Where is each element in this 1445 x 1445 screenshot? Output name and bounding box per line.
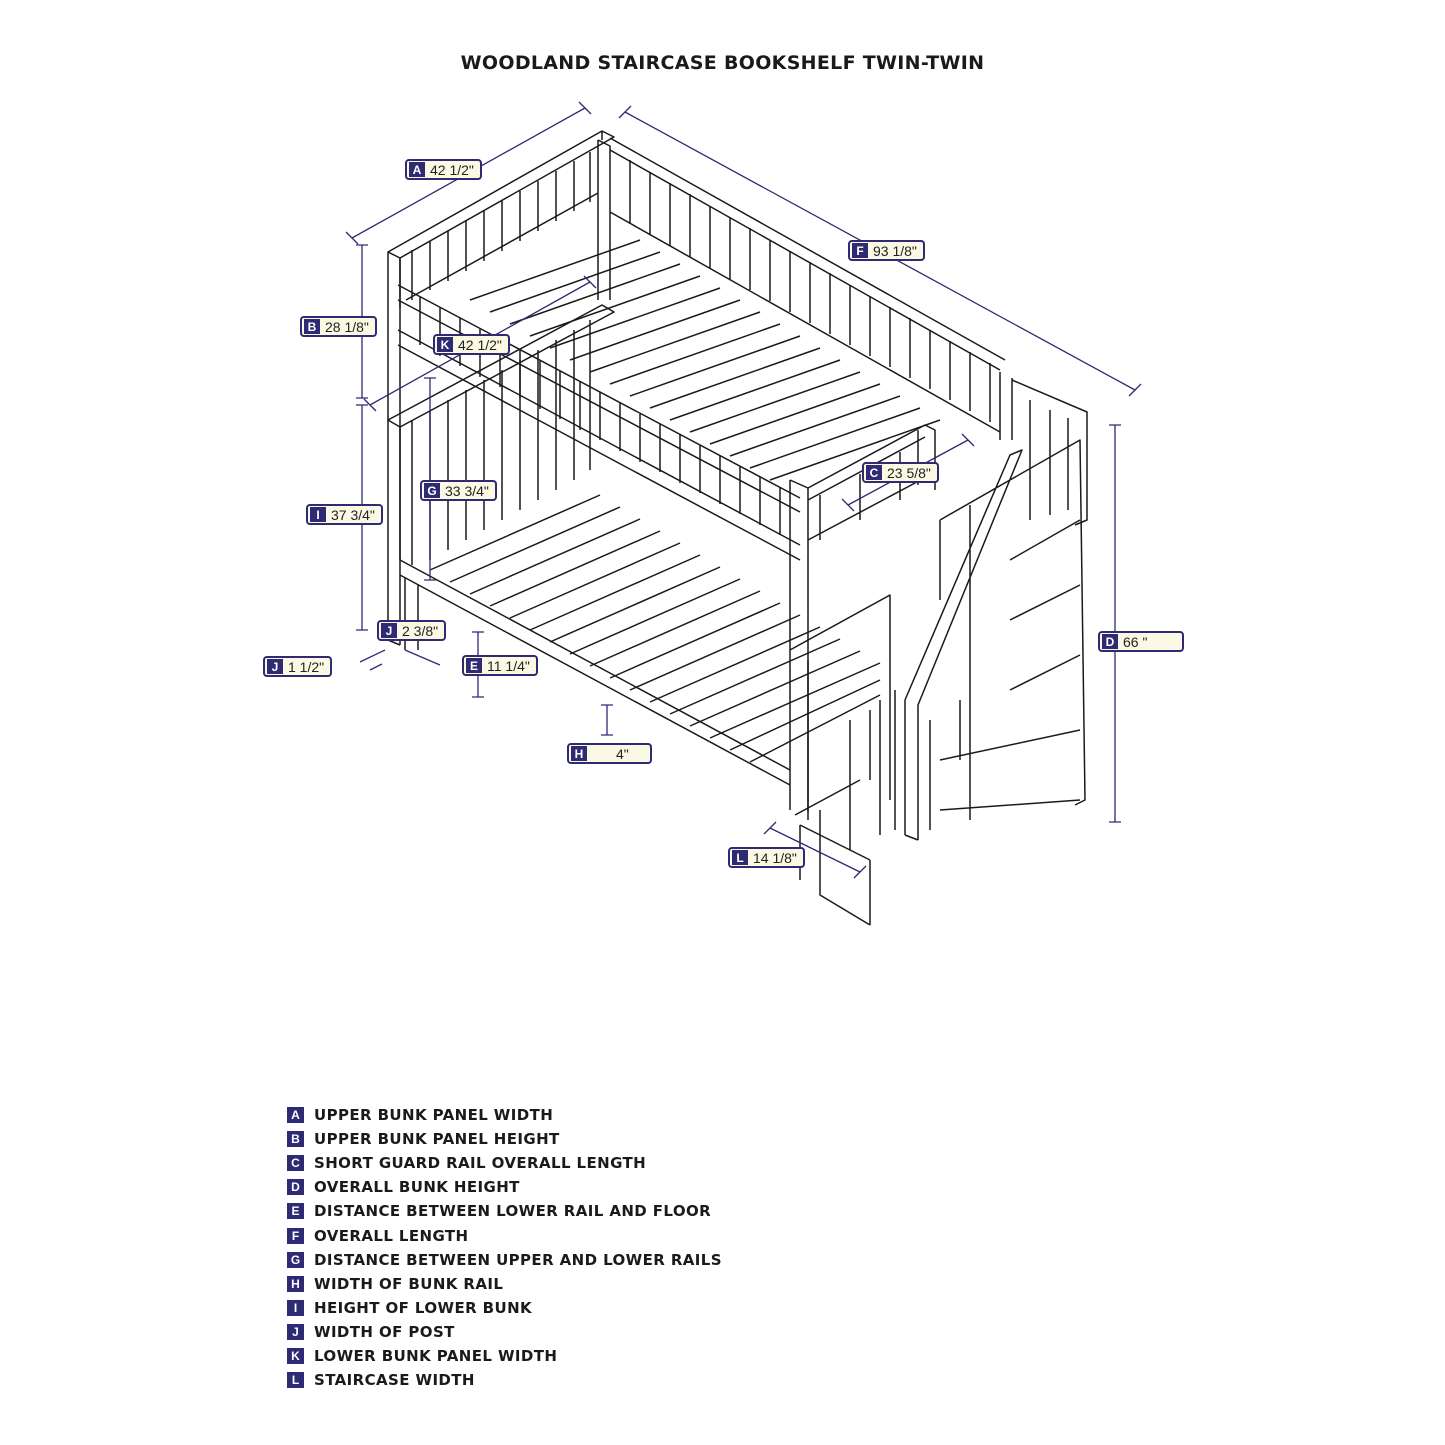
dim-tag-j-post: J 2 3/8" [377, 620, 447, 641]
legend-text: STAIRCASE WIDTH [314, 1371, 475, 1390]
dim-letter: D [1102, 634, 1118, 649]
legend-item: H WIDTH OF BUNK RAIL [287, 1272, 722, 1296]
dim-tag-b: B 28 1/8" [300, 316, 377, 337]
legend-letter: G [287, 1251, 304, 1268]
legend-item: J WIDTH OF POST [287, 1320, 722, 1344]
dim-line-d [1109, 424, 1121, 823]
legend-letter: E [287, 1203, 304, 1220]
legend-letter: D [287, 1179, 304, 1196]
dim-value: 23 5/8" [887, 464, 931, 481]
dim-value: 93 1/8" [873, 242, 917, 259]
legend-text: DISTANCE BETWEEN UPPER AND LOWER RAILS [314, 1250, 722, 1269]
bed-frame [387, 130, 1088, 926]
legend-item: I HEIGHT OF LOWER BUNK [287, 1296, 722, 1320]
dim-tag-j-rail: J 1 1/2" [263, 656, 333, 677]
legend-item: F OVERALL LENGTH [287, 1223, 722, 1247]
upper-mattress-slats [469, 239, 941, 481]
dim-tag-d: D 66 " [1098, 631, 1184, 652]
legend-text: OVERALL LENGTH [314, 1226, 469, 1245]
dim-letter: L [732, 850, 748, 865]
legend-letter: K [287, 1347, 304, 1364]
legend-letter: F [287, 1227, 304, 1244]
legend-letter: L [287, 1372, 304, 1389]
upper-back-rail-slats [629, 160, 991, 422]
lower-headboard [387, 304, 615, 565]
legend-text: HEIGHT OF LOWER BUNK [314, 1298, 533, 1317]
dim-letter: I [310, 507, 326, 522]
dim-tag-i: I 37 3/4" [306, 504, 383, 525]
dim-tag-l: L 14 1/8" [728, 847, 805, 868]
dim-value: 42 1/2" [458, 336, 502, 353]
legend-item: K LOWER BUNK PANEL WIDTH [287, 1344, 722, 1368]
legend-text: OVERALL BUNK HEIGHT [314, 1178, 520, 1197]
diagram-title: WOODLAND STAIRCASE BOOKSHELF TWIN-TWIN [460, 52, 985, 74]
legend-letter: J [287, 1323, 304, 1340]
dim-value: 1 1/2" [288, 658, 325, 675]
legend-text: DISTANCE BETWEEN LOWER RAIL AND FLOOR [314, 1202, 712, 1221]
legend-letter: B [287, 1131, 304, 1148]
legend-text: WIDTH OF POST [314, 1322, 455, 1341]
upper-headboard-slats [405, 152, 599, 301]
dim-tag-f: F 93 1/8" [848, 240, 925, 261]
dim-tag-g: G 33 3/4" [420, 480, 497, 501]
legend-item: E DISTANCE BETWEEN LOWER RAIL AND FLOOR [287, 1199, 722, 1223]
legend-item: G DISTANCE BETWEEN UPPER AND LOWER RAILS [287, 1248, 722, 1272]
dim-value: 14 1/8" [753, 849, 797, 866]
dim-letter: J [381, 623, 397, 638]
legend-item: D OVERALL BUNK HEIGHT [287, 1175, 722, 1199]
legend-letter: C [287, 1155, 304, 1172]
dim-value: 37 3/4" [331, 506, 375, 523]
dim-line-g [424, 377, 436, 581]
legend-item: L STAIRCASE WIDTH [287, 1368, 722, 1392]
legend-text: WIDTH OF BUNK RAIL [314, 1274, 504, 1293]
dim-letter: F [852, 243, 868, 258]
legend-letter: I [287, 1299, 304, 1316]
dim-tag-c: C 23 5/8" [862, 462, 939, 483]
dim-letter: H [571, 746, 587, 761]
dim-value: 28 1/8" [325, 318, 369, 335]
dim-tag-a: A 42 1/2" [405, 159, 482, 180]
dim-letter: J [267, 659, 283, 674]
legend-text: UPPER BUNK PANEL HEIGHT [314, 1130, 560, 1149]
dim-value: 11 1/4" [487, 657, 530, 674]
dim-tag-e: E 11 1/4" [462, 655, 538, 676]
dim-letter: E [466, 658, 482, 673]
dim-line-h [601, 704, 613, 736]
post-front-right [789, 479, 809, 812]
dim-value: 2 3/8" [402, 622, 439, 639]
legend-text: UPPER BUNK PANEL WIDTH [314, 1106, 554, 1125]
legend-letter: A [287, 1107, 304, 1124]
dim-letter: C [866, 465, 882, 480]
dim-letter: A [409, 162, 425, 177]
upper-back-rail [609, 137, 1006, 433]
dimension-lines [345, 101, 1142, 879]
dim-value: 66 " [1123, 633, 1148, 650]
dim-letter: G [424, 483, 440, 498]
dim-value: 33 3/4" [445, 482, 489, 499]
dim-line-j [359, 649, 441, 671]
dimension-legend: A UPPER BUNK PANEL WIDTH B UPPER BUNK PANE… [287, 1103, 722, 1392]
lower-front-rail [399, 559, 791, 786]
dim-letter: K [437, 337, 453, 352]
legend-item: C SHORT GUARD RAIL OVERALL LENGTH [287, 1151, 722, 1175]
legend-text: SHORT GUARD RAIL OVERALL LENGTH [314, 1154, 647, 1173]
dim-letter: B [304, 319, 320, 334]
upper-front-guard [397, 284, 801, 561]
post-front-left [387, 252, 401, 646]
dim-tag-h: H 4" [567, 743, 652, 764]
legend-letter: H [287, 1275, 304, 1292]
legend-item: B UPPER BUNK PANEL HEIGHT [287, 1127, 722, 1151]
upper-headboard [387, 130, 615, 308]
legend-item: A UPPER BUNK PANEL WIDTH [287, 1103, 722, 1127]
dim-value: 42 1/2" [430, 161, 474, 178]
staircase [789, 379, 1088, 926]
legend-text: LOWER BUNK PANEL WIDTH [314, 1346, 558, 1365]
lower-mattress-slats [429, 494, 881, 763]
dim-line-l [763, 821, 867, 879]
bunk-bed-drawing [345, 101, 1142, 926]
dim-value: 4" [616, 745, 629, 762]
post-back-right [999, 372, 1013, 440]
dim-tag-k: K 42 1/2" [433, 334, 510, 355]
